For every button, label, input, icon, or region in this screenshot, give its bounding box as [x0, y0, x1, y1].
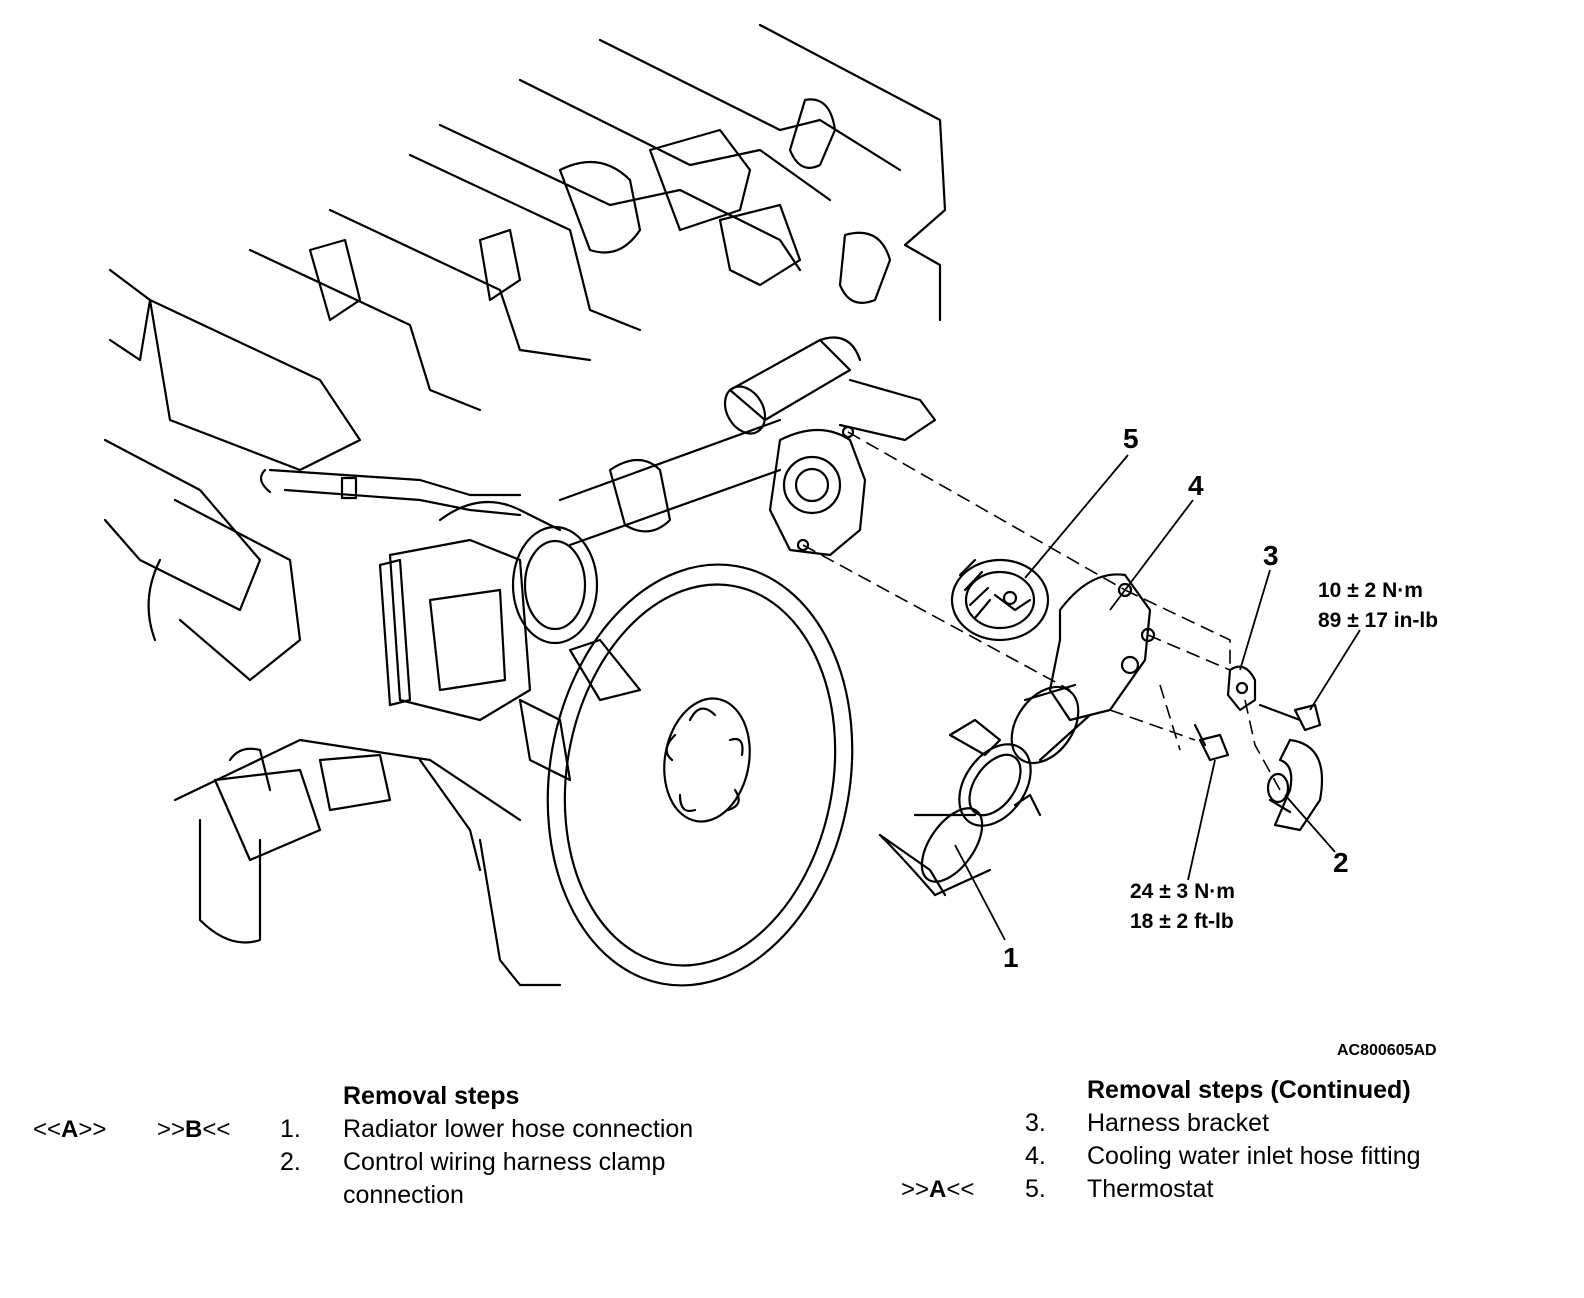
radiator-hose-part — [878, 807, 992, 897]
callout-3: 3 — [1263, 540, 1279, 571]
step-text: Thermostat — [1087, 1175, 1214, 1203]
torque-upper-nm: 10 ± 2 N·m — [1318, 579, 1423, 602]
thermostat-part — [950, 558, 1050, 642]
inlet-fitting-part — [1010, 573, 1156, 765]
thermostat-parts — [878, 558, 1324, 897]
steps-heading: Removal steps — [343, 1082, 520, 1110]
engine-block-drawing — [103, 23, 947, 987]
step-text: Harness bracket — [1087, 1109, 1270, 1137]
hose-clamp-part — [948, 718, 1042, 827]
callout-2: 2 — [1333, 847, 1349, 878]
bolt-part — [1193, 723, 1230, 762]
callout-1: 1 — [1003, 942, 1019, 973]
torque-upper-inlb: 89 ± 17 in-lb — [1318, 609, 1438, 632]
step-number: 1. — [280, 1115, 301, 1143]
torque-lower-nm: 24 ± 3 N·m — [1130, 880, 1235, 903]
torque-lower-ftlb: 18 ± 2 ft-lb — [1130, 910, 1234, 933]
steps-heading-continued: Removal steps (Continued) — [1087, 1076, 1411, 1104]
service-mark-a: <<A>> — [33, 1116, 107, 1143]
step-number: 2. — [280, 1148, 301, 1176]
step-number: 3. — [1025, 1109, 1046, 1137]
harness-bracket-part — [1226, 665, 1322, 732]
callout-4: 4 — [1188, 470, 1204, 501]
alignment-lines — [802, 431, 1281, 791]
step-number: 5. — [1025, 1175, 1046, 1203]
step-text: Radiator lower hose connection — [343, 1115, 694, 1143]
service-mark-a: >>A<< — [901, 1176, 975, 1203]
figure-code: AC800605AD — [1337, 1042, 1437, 1059]
step-text: Control wiring harness clamp — [343, 1148, 666, 1176]
step-text-continued: connection — [343, 1181, 464, 1209]
harness-clamp-part — [1266, 738, 1324, 832]
step-text: Cooling water inlet hose fitting — [1087, 1142, 1421, 1170]
callout-5: 5 — [1123, 423, 1139, 454]
leader-lines — [954, 454, 1361, 941]
service-mark-b: >>B<< — [157, 1116, 231, 1143]
step-number: 4. — [1025, 1142, 1046, 1170]
